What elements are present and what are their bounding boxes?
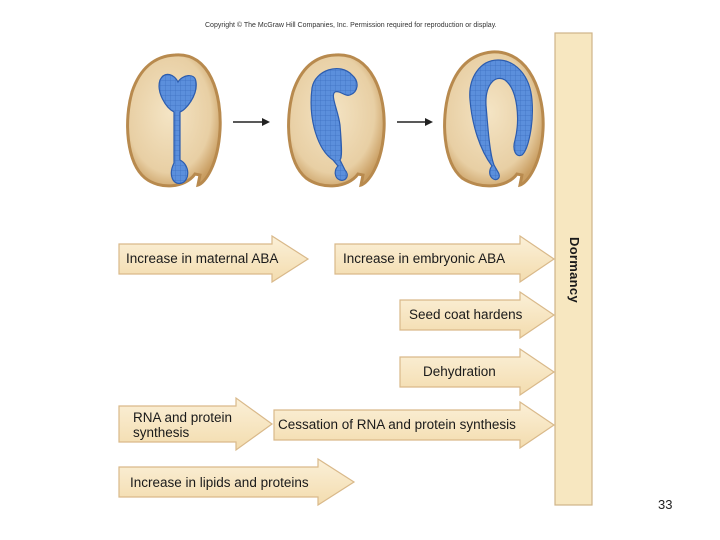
- label-rna-protein-line1: RNA and protein: [133, 410, 233, 425]
- copyright-notice: Copyright © The McGraw Hill Companies, I…: [205, 22, 497, 29]
- label-maternal-aba: Increase in maternal ABA: [126, 251, 279, 266]
- stage-arrow-1: [233, 118, 270, 126]
- label-lipids-proteins: Increase in lipids and proteins: [130, 475, 309, 490]
- arrow-lipids-proteins: [118, 457, 356, 507]
- arrow-seed-coat: [399, 290, 556, 340]
- embryo-stage-1: [158, 73, 197, 185]
- seed-stage-3: [443, 50, 545, 188]
- arrow-embryonic-aba: [334, 234, 556, 284]
- label-rna-protein-line2: synthesis: [133, 425, 190, 440]
- seed-stage-1: [126, 53, 222, 188]
- dormancy-bar: [554, 32, 593, 506]
- label-seed-coat: Seed coat hardens: [409, 307, 523, 322]
- arrow-dehydration: [399, 347, 556, 397]
- arrow-maternal-aba: [118, 234, 310, 284]
- dormancy-label: Dormancy: [567, 237, 582, 303]
- label-embryonic-aba: Increase in embryonic ABA: [343, 251, 506, 266]
- page-number: 33: [658, 497, 673, 512]
- embryo-stage-3: [469, 59, 533, 181]
- embryo-stage-2: [310, 68, 358, 181]
- label-cessation: Cessation of RNA and protein synthesis: [278, 417, 516, 432]
- arrow-cessation: [273, 400, 556, 450]
- seed-stage-2: [287, 53, 386, 188]
- arrow-rna-protein: [118, 396, 274, 452]
- stage-arrow-2: [397, 118, 433, 126]
- label-dehydration: Dehydration: [423, 364, 496, 379]
